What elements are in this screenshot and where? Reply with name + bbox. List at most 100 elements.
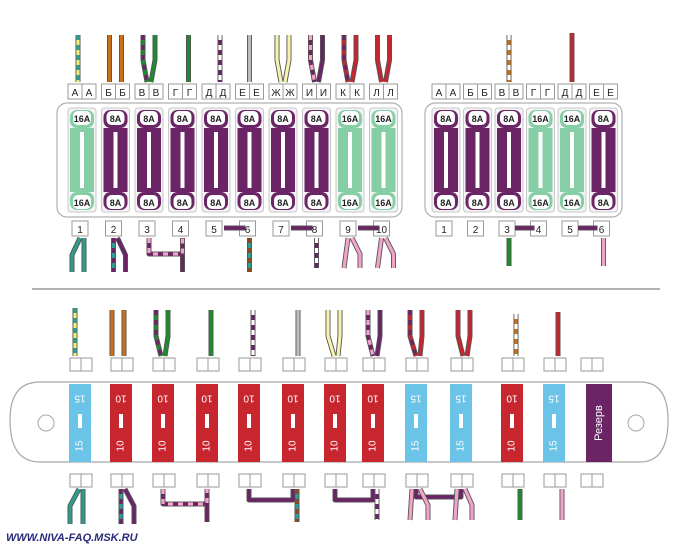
terminal-box bbox=[580, 357, 593, 372]
letter-label: К bbox=[340, 88, 346, 99]
bl-10b bbox=[463, 488, 474, 520]
wire-l1 bbox=[375, 35, 384, 83]
fuse-slit bbox=[180, 132, 185, 188]
fuse-number: 3 bbox=[144, 225, 150, 236]
fuse-rating-top: 16А bbox=[74, 114, 91, 124]
bottom-wires bbox=[69, 308, 604, 372]
letter-box bbox=[81, 83, 97, 100]
blade-fuse-rating-top: 15 bbox=[548, 392, 560, 403]
fuse-rating-top: 8А bbox=[244, 114, 256, 124]
blade-fuse-rating-bottom: 10 bbox=[244, 440, 255, 452]
letter-label: А bbox=[436, 88, 443, 99]
terminal-box bbox=[110, 473, 123, 488]
letter-label: Ж bbox=[271, 88, 281, 99]
letter-label: А bbox=[72, 88, 79, 99]
fuse-label-bg bbox=[307, 111, 326, 125]
fuse-slit bbox=[314, 132, 319, 188]
number-box bbox=[172, 220, 189, 237]
terminal-box bbox=[512, 357, 525, 372]
terminal-box bbox=[196, 357, 209, 372]
wire-zh2 bbox=[283, 35, 291, 83]
fuse-rating-bottom: 8А bbox=[503, 198, 515, 208]
terminal-box bbox=[450, 473, 463, 488]
letter-box bbox=[282, 83, 298, 100]
blade-fuse-slit bbox=[510, 414, 514, 428]
fuse-rating-bottom: 16А bbox=[532, 198, 549, 208]
terminal-box bbox=[501, 357, 514, 372]
blade-fuse-rating-bottom: 10 bbox=[507, 440, 518, 452]
top-lower-wires bbox=[69, 225, 606, 272]
terminal-box bbox=[362, 473, 375, 488]
terminal-box bbox=[282, 357, 295, 372]
fuse-label-bg bbox=[594, 111, 613, 125]
site-watermark: WWW.NIVA-FAQ.MSK.RU bbox=[6, 532, 138, 544]
bw-3b bbox=[163, 310, 170, 357]
letter-label: Б bbox=[119, 88, 126, 99]
letter-box bbox=[477, 83, 492, 100]
blade-fuse-rating-top: 10 bbox=[201, 392, 213, 403]
wire-3-4-stripe bbox=[147, 238, 185, 256]
bl-9a bbox=[408, 488, 414, 521]
wire-v2 bbox=[149, 35, 157, 83]
bl-5-6 bbox=[247, 489, 295, 502]
bl-1a bbox=[68, 488, 81, 524]
wire-10a bbox=[375, 237, 384, 269]
terminal-box bbox=[163, 473, 176, 488]
fuse-number: 1 bbox=[77, 225, 83, 236]
letter-label: И bbox=[320, 88, 327, 99]
terminal-box bbox=[461, 473, 474, 488]
wire-i2 bbox=[316, 35, 325, 83]
blade-fuse-rating-bottom: 15 bbox=[549, 440, 560, 452]
letter-label: Д bbox=[220, 88, 227, 99]
blade-fuse-rating-bottom: 10 bbox=[288, 440, 299, 452]
terminal-box bbox=[293, 357, 306, 372]
terminal-box bbox=[554, 357, 567, 372]
bw-9b bbox=[418, 310, 424, 357]
terminal-box bbox=[110, 357, 123, 372]
terminal-box bbox=[405, 357, 418, 372]
number-box bbox=[467, 220, 484, 237]
number-box bbox=[71, 220, 89, 237]
fuse-label-bg bbox=[563, 195, 581, 209]
fuse-number: 7 bbox=[278, 225, 284, 236]
letter-box bbox=[249, 83, 264, 100]
blade-fuse-rating-bottom: 15 bbox=[456, 440, 467, 452]
fuse-slit bbox=[147, 132, 151, 188]
fuse-rating-top: 16А bbox=[375, 114, 392, 124]
letter-label: Б bbox=[467, 88, 474, 99]
blade-fuse-slit bbox=[205, 414, 209, 428]
fuse-rating-top: 8А bbox=[143, 114, 155, 124]
number-box bbox=[138, 220, 156, 237]
bl-10a bbox=[453, 488, 459, 521]
letter-label: А bbox=[86, 88, 93, 99]
terminal-box bbox=[238, 357, 251, 372]
fuse-number: 2 bbox=[111, 225, 117, 236]
terminal-box bbox=[152, 473, 165, 488]
blade-fuse-rating-bottom: 10 bbox=[330, 440, 341, 452]
fuse-slit bbox=[247, 132, 252, 188]
letter-box bbox=[540, 83, 555, 100]
fuse-rating-top: 8А bbox=[503, 114, 515, 124]
fuse-label-bg bbox=[240, 111, 259, 125]
fuse-label-bg bbox=[437, 195, 455, 209]
fuse-number: 6 bbox=[599, 225, 605, 236]
letter-label: Л bbox=[373, 88, 380, 99]
fuse-label-bg bbox=[173, 111, 192, 125]
blade-fuse-rating-bottom: 10 bbox=[116, 440, 127, 452]
blade-fuse-rating-top: 10 bbox=[329, 392, 341, 403]
fuse-number: 10 bbox=[376, 225, 388, 236]
fuse-number: 5 bbox=[211, 225, 217, 236]
terminal-box bbox=[121, 473, 134, 488]
terminal-box bbox=[373, 473, 386, 488]
letter-box bbox=[148, 83, 164, 100]
bl-2b bbox=[123, 488, 136, 524]
blade-fuse-rating-top: 15 bbox=[410, 392, 422, 403]
fuse-label-bg bbox=[374, 195, 393, 209]
fuse-label-bg bbox=[106, 195, 125, 209]
letter-label: Г bbox=[531, 88, 537, 99]
letter-label: Г bbox=[173, 88, 179, 99]
letter-label: Л bbox=[387, 88, 394, 99]
